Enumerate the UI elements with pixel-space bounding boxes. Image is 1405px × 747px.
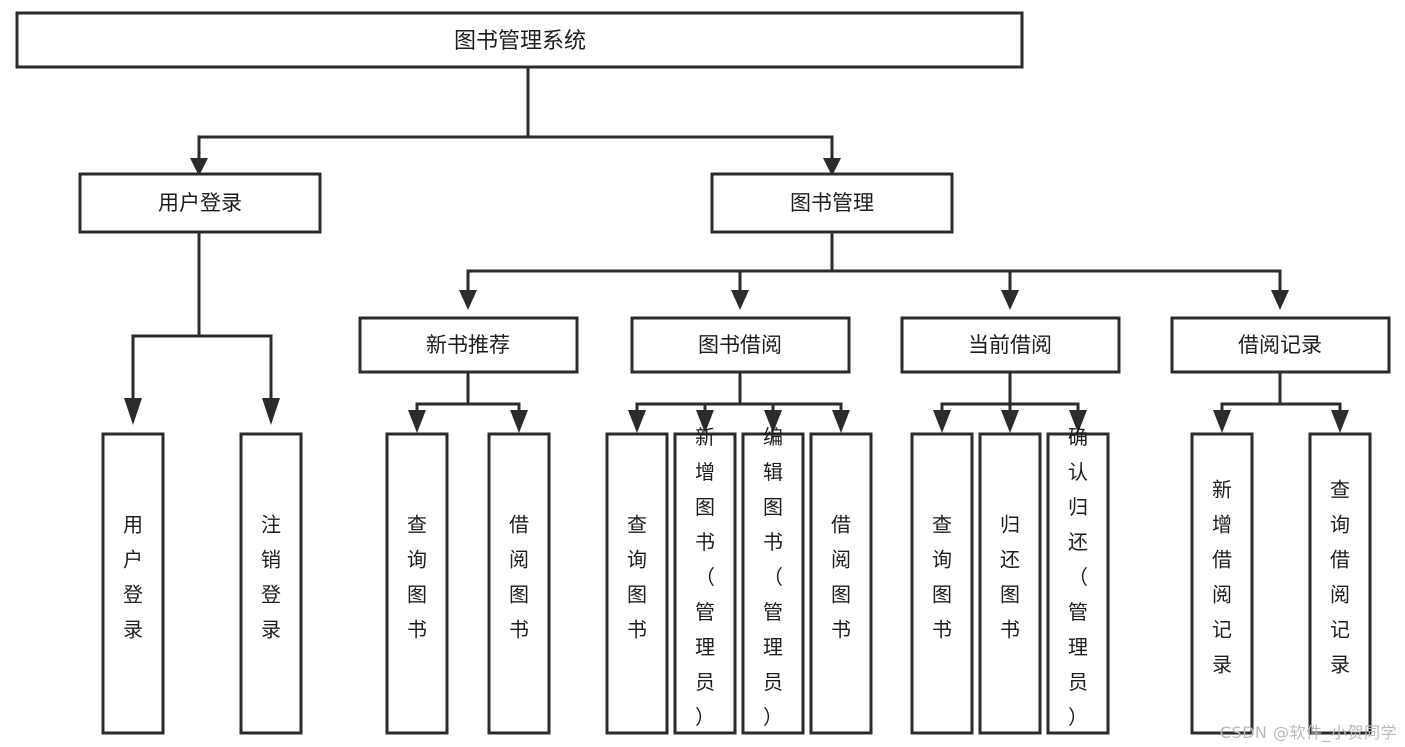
arrow-head [1271, 290, 1289, 310]
connector-root-to-level2 [190, 65, 841, 176]
leaf-current-borrow-return-label: 归还图书 [1000, 513, 1020, 642]
leaf-current-borrow-query[interactable]: 查询图书 [910, 432, 974, 735]
leaf-book-borrow-query-label: 查询图书 [627, 513, 647, 642]
node-borrow-record-label: 借阅记录 [1238, 333, 1322, 357]
leaf-new-book-borrow-label: 借阅图书 [509, 513, 529, 642]
arrow-head [459, 290, 477, 310]
arrow-head [832, 410, 850, 433]
connector-booksmgmt-to-level3 [459, 230, 1289, 310]
arrow-head [1001, 290, 1019, 310]
node-current-borrow[interactable]: 当前借阅 [900, 316, 1121, 374]
arrow-head [764, 410, 782, 433]
connector-newbook-to-leaves [408, 370, 528, 433]
node-book-borrow-label: 图书借阅 [698, 333, 782, 357]
arrow-head [262, 398, 280, 425]
arrow-head [628, 410, 646, 433]
arrow-head [408, 410, 426, 433]
node-book-borrow[interactable]: 图书借阅 [630, 316, 851, 374]
node-user-login[interactable]: 用户登录 [78, 172, 322, 234]
leaf-new-book-query-label: 查询图书 [407, 513, 427, 642]
arrow-head [731, 290, 749, 310]
node-book-management-label: 图书管理 [790, 191, 874, 215]
arrow-head [510, 410, 528, 433]
arrow-head [696, 410, 714, 433]
leaf-book-borrow-add-label: 新增图书（管理员） [695, 425, 715, 729]
leaf-new-book-borrow[interactable]: 借阅图书 [487, 432, 551, 735]
leaf-book-borrow-query[interactable]: 查询图书 [605, 432, 669, 735]
connector-userlogin-to-leaves [124, 230, 280, 425]
node-root[interactable]: 图书管理系统 [15, 11, 1024, 69]
leaf-user-login-logout[interactable]: 注销登录 [239, 432, 303, 735]
leaf-book-borrow-borrow-label: 借阅图书 [831, 513, 851, 642]
leaf-user-login-login[interactable]: 用户登录 [101, 432, 165, 735]
connector-currentborrow-to-leaves [933, 370, 1087, 433]
leaf-book-borrow-edit[interactable]: 编辑图书（管理员） [741, 425, 805, 735]
node-user-login-label: 用户登录 [158, 191, 242, 215]
leaf-current-borrow-confirm[interactable]: 确认归还（管理员） [1046, 425, 1110, 735]
arrow-head [1331, 410, 1349, 433]
node-root-label: 图书管理系统 [454, 29, 586, 54]
leaf-book-borrow-borrow[interactable]: 借阅图书 [809, 432, 873, 735]
node-current-borrow-label: 当前借阅 [968, 333, 1052, 357]
node-borrow-record[interactable]: 借阅记录 [1170, 316, 1391, 374]
node-new-book-recommend-label: 新书推荐 [426, 333, 510, 357]
arrow-head [190, 158, 208, 176]
leaf-new-book-query[interactable]: 查询图书 [385, 432, 449, 735]
csdn-watermark: CSDN @软件_小贺同学 [1219, 723, 1397, 742]
arrow-head [1069, 410, 1087, 433]
arrow-head [933, 410, 951, 433]
connector-borrowrecord-to-leaves [1213, 370, 1349, 433]
arrow-head [1001, 410, 1019, 433]
arrow-head [124, 398, 142, 425]
node-book-management[interactable]: 图书管理 [710, 172, 954, 234]
leaf-user-login-logout-label: 注销登录 [261, 513, 281, 642]
leaf-borrow-record-query-label: 查询借阅记录 [1330, 478, 1350, 677]
leaf-borrow-record-add[interactable]: 新增借阅记录 [1190, 432, 1254, 735]
leaf-current-borrow-return[interactable]: 归还图书 [978, 432, 1042, 735]
leaf-book-borrow-add[interactable]: 新增图书（管理员） [673, 425, 737, 735]
connector-bookborrow-to-leaves [628, 370, 850, 433]
leaf-book-borrow-edit-label: 编辑图书（管理员） [763, 425, 783, 729]
leaf-current-borrow-confirm-label: 确认归还（管理员） [1068, 425, 1088, 729]
leaf-borrow-record-query[interactable]: 查询借阅记录 [1308, 432, 1372, 735]
node-new-book-recommend[interactable]: 新书推荐 [358, 316, 579, 374]
leaf-user-login-login-label: 用户登录 [123, 513, 143, 642]
leaf-borrow-record-add-label: 新增借阅记录 [1212, 478, 1232, 677]
leaf-current-borrow-query-label: 查询图书 [932, 513, 952, 642]
arrow-head [1213, 410, 1231, 433]
arrow-head [823, 158, 841, 176]
